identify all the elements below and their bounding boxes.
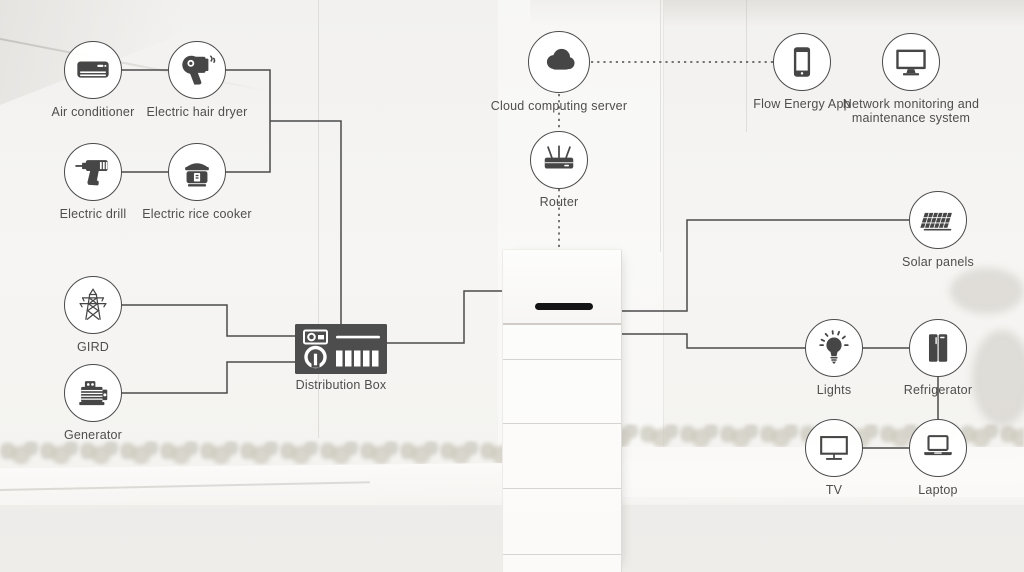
node-label: Lights — [816, 383, 852, 397]
node-circle — [909, 419, 967, 477]
battery-module-seam — [503, 423, 621, 424]
cloud-icon — [546, 48, 575, 70]
node-circle — [64, 276, 122, 334]
node-label: Network monitoring and maintenance syste… — [842, 97, 980, 126]
node-grid: GIRD — [13, 276, 173, 354]
node-circle — [64, 143, 122, 201]
node-laptop: Laptop — [858, 419, 1018, 497]
laptop-icon — [924, 435, 952, 456]
battery-display-slot — [535, 303, 593, 310]
node-circle — [64, 364, 122, 422]
node-cloud-server: Cloud computing server — [479, 31, 639, 113]
solar-panel-icon — [920, 212, 952, 231]
node-generator: Generator — [13, 364, 173, 442]
node-label: TV — [825, 483, 843, 497]
node-rice-cooker: Electric rice cooker — [117, 143, 277, 221]
node-label: Air conditioner — [51, 105, 135, 119]
distribution-box-icon — [295, 324, 387, 374]
node-circle — [805, 419, 863, 477]
node-electric-drill: Electric drill — [13, 143, 173, 221]
wire-distribution-box-to-battery — [386, 290, 504, 344]
node-circle — [168, 41, 226, 99]
rice-cooker-icon — [185, 163, 209, 187]
node-circle — [528, 31, 590, 93]
node-label: Electric rice cooker — [142, 207, 252, 221]
refrigerator-icon — [928, 334, 948, 362]
battery-module-seam — [503, 488, 621, 489]
router-icon — [544, 145, 574, 169]
tv-icon — [820, 436, 848, 460]
battery-stack — [502, 249, 622, 572]
node-label: Flow Energy App — [753, 97, 851, 111]
wire-appliances-to-distribution-box — [270, 120, 342, 325]
node-circle — [909, 319, 967, 377]
node-label: GIRD — [76, 340, 110, 354]
node-circle — [530, 131, 588, 189]
battery-module-seam — [503, 359, 621, 360]
node-circle — [168, 143, 226, 201]
node-label: Solar panels — [902, 255, 974, 269]
node-hair-dryer: Electric hair dryer — [117, 41, 277, 119]
node-circle — [64, 41, 122, 99]
node-circle — [805, 319, 863, 377]
light-bulb-icon — [819, 330, 849, 365]
node-label: Electric hair dryer — [146, 105, 248, 119]
node-label: Router — [539, 195, 579, 209]
node-label: Laptop — [918, 483, 958, 497]
generator-icon — [79, 381, 108, 406]
node-label: Electric drill — [59, 207, 127, 221]
node-lights: Lights — [754, 319, 914, 397]
node-energy-app: Flow Energy App — [722, 33, 882, 111]
wire-grid-to-distribution-box — [120, 304, 296, 337]
hair-dryer-icon — [182, 55, 216, 85]
node-label: Generator — [63, 428, 123, 442]
node-monitoring-system: Network monitoring and maintenance syste… — [826, 33, 996, 126]
battery-inverter-unit — [503, 250, 621, 325]
node-circle — [773, 33, 831, 91]
drill-icon — [75, 160, 108, 186]
monitor-icon — [896, 49, 926, 76]
node-label: Refrigerator — [903, 383, 973, 397]
node-solar-panels: Solar panels — [858, 191, 1018, 269]
wire-generator-to-distribution-box — [120, 361, 296, 394]
node-label: Cloud computing server — [490, 99, 628, 113]
node-circle — [909, 191, 967, 249]
node-router: Router — [479, 131, 639, 209]
node-refrigerator: Refrigerator — [858, 319, 1018, 397]
distribution-box-label: Distribution Box — [295, 378, 387, 392]
air-conditioner-icon — [77, 61, 109, 78]
battery-module-seam — [503, 554, 621, 555]
smartphone-icon — [793, 47, 811, 77]
node-circle — [882, 33, 940, 91]
transmission-tower-icon — [79, 288, 107, 320]
distribution-box — [295, 324, 387, 374]
